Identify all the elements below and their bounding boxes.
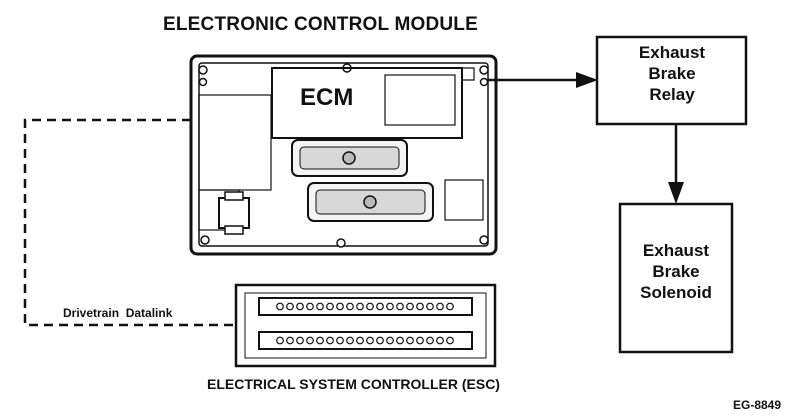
connector-pin (436, 336, 444, 345)
connector-pin (326, 302, 334, 311)
datalink-label: Drivetrain Datalink (63, 306, 173, 320)
connector-pin (276, 302, 284, 311)
connector-pin (346, 336, 354, 345)
connector-pin (366, 336, 374, 345)
ecm-title: ELECTRONIC CONTROL MODULE (163, 14, 478, 35)
connector-pin (376, 336, 384, 345)
connector-pin (436, 302, 444, 311)
connector-pin (426, 302, 434, 311)
relay-box (595, 35, 748, 126)
connector-pin (316, 302, 324, 311)
esc-connector-bottom (276, 336, 454, 345)
esc-label: ELECTRICAL SYSTEM CONTROLLER (ESC) (207, 376, 500, 392)
connector-pin (416, 302, 424, 311)
relay-label: Exhaust Brake Relay (598, 42, 746, 105)
connector-pin (396, 336, 404, 345)
connector-pin (406, 302, 414, 311)
esc-module (234, 283, 497, 368)
connector-pin (386, 302, 394, 311)
connector-pin (356, 336, 364, 345)
solenoid-box (618, 202, 734, 354)
ecm-label: ECM (300, 84, 354, 111)
connector-pin (316, 336, 324, 345)
ecm-module (189, 54, 498, 256)
connector-pin (336, 302, 344, 311)
solenoid-label: Exhaust Brake Solenoid (620, 240, 732, 303)
relay-label-line: Exhaust (638, 43, 706, 62)
datalink-line (23, 118, 236, 327)
connector-pin (356, 302, 364, 311)
connector-pin (366, 302, 374, 311)
connector-pin (306, 302, 314, 311)
ecm-to-relay-arrow (488, 72, 598, 88)
connector-pin (446, 302, 454, 311)
connector-pin (336, 336, 344, 345)
connector-pin (286, 336, 294, 345)
connector-pin (276, 336, 284, 345)
relay-label-line: Brake (648, 64, 696, 83)
relay-to-solenoid-arrow (668, 124, 684, 204)
connector-pin (406, 336, 414, 345)
connector-pin (446, 336, 454, 345)
connector-pin (326, 336, 334, 345)
connector-pin (426, 336, 434, 345)
esc-connector-top (276, 302, 454, 311)
connector-pin (296, 302, 304, 311)
solenoid-label-line: Exhaust (642, 241, 710, 260)
connector-pin (346, 302, 354, 311)
connector-pin (376, 302, 384, 311)
figure-id: EG-8849 (733, 398, 782, 412)
connector-pin (396, 302, 404, 311)
solenoid-label-line: Solenoid (640, 283, 712, 302)
solenoid-label-line: Brake (652, 262, 700, 281)
connector-pin (286, 302, 294, 311)
relay-label-line: Relay (649, 85, 695, 104)
connector-pin (296, 336, 304, 345)
connector-pin (306, 336, 314, 345)
connector-pin (416, 336, 424, 345)
connector-pin (386, 336, 394, 345)
